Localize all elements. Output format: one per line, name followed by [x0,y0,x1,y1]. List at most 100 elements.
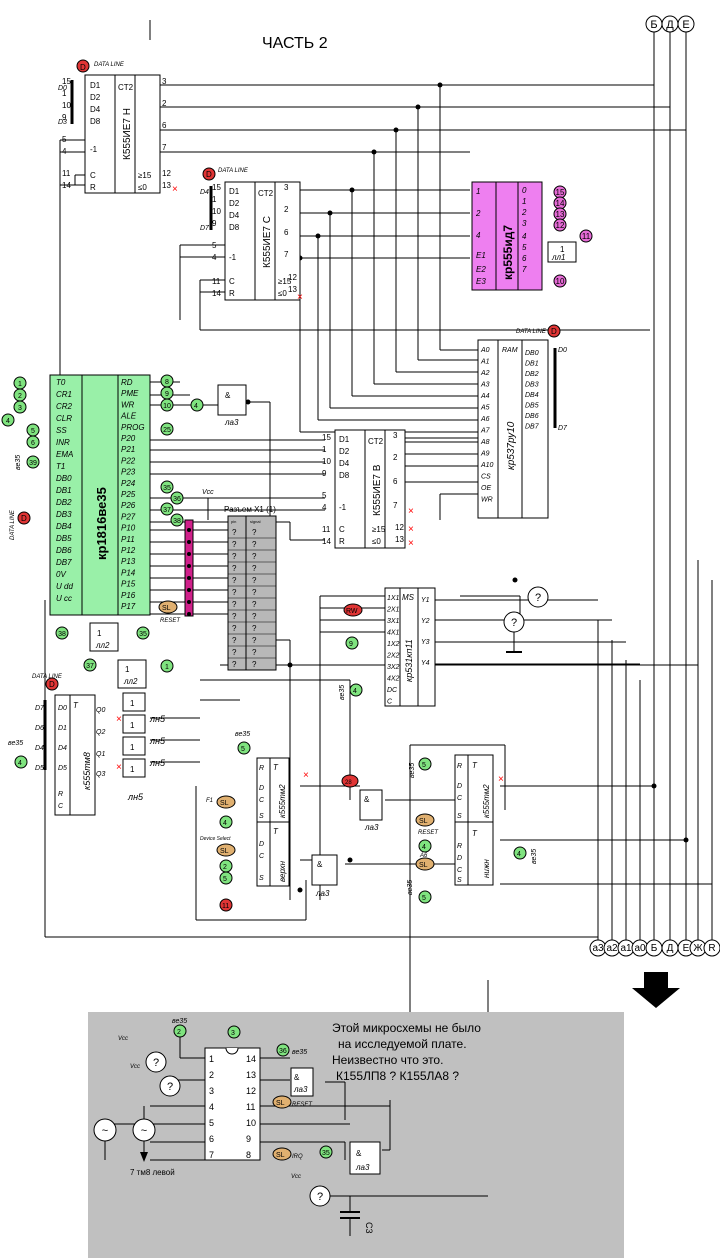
svg-text:≤0: ≤0 [372,537,381,546]
kp11-input-pin-label: 1X1 [387,595,400,602]
svg-text:36: 36 [279,1048,287,1055]
ve35-left-pin-label: SS [56,426,67,435]
kp11-input-pin-label: 4X1 [387,630,400,637]
device-select-label: Device Select [200,836,231,842]
svg-text:15: 15 [62,77,71,86]
kp11-input-pin-label: DC [387,687,398,694]
ru10-address-pin-label: A0 [480,347,490,354]
ve35-left-pin-label: INR [56,438,70,447]
svg-text:D: D [21,514,27,523]
svg-text:CT2: CT2 [368,437,384,446]
ve35-left-pin-label: T1 [56,462,65,471]
chip-tm2-lower: к555тм2 [482,784,491,818]
svg-text:1: 1 [97,629,102,638]
connector-cell: ? [252,552,257,561]
svg-text:D5: D5 [58,765,67,772]
svg-text:D1: D1 [339,435,350,444]
svg-text:14: 14 [322,537,331,546]
kp11-input-pin-label: 3X1 [387,618,400,625]
svg-text:ла3: ла3 [364,823,379,832]
svg-text:4: 4 [212,253,217,262]
ru10-data-pin-label: DB1 [525,361,539,368]
svg-text:C: C [457,795,463,802]
svg-text:×: × [498,774,504,785]
svg-text:×: × [303,770,309,781]
ve35-right-pin-label: P10 [121,524,136,533]
ru10-data-pin-label: DB7 [525,424,540,431]
svg-text:D6: D6 [35,725,44,732]
svg-text:1: 1 [560,245,565,254]
svg-text:D8: D8 [90,117,101,126]
ve35-left-pin-label: CLR [56,414,72,423]
svg-text:4: 4 [6,418,10,425]
ru10-address-pin-label: A1 [480,359,490,366]
svg-text:12: 12 [395,523,404,532]
svg-text:8: 8 [165,379,169,386]
svg-text:R: R [259,765,264,772]
ru10-data-pin-label: DB3 [525,382,539,389]
ve35-left-pin-label: DB1 [56,486,72,495]
svg-text:10: 10 [212,207,221,216]
note-line-4: К155ЛП8 ? К155ЛА8 ? [336,1069,459,1083]
svg-text:4: 4 [194,403,198,410]
svg-text:&: & [364,795,370,804]
bus-b2: Б [651,943,658,954]
ve35-left-pin-label: DB4 [56,522,72,531]
svg-text:9: 9 [349,641,353,648]
connector-cell: ? [252,624,257,633]
svg-text:D4: D4 [339,459,350,468]
svg-text:4: 4 [476,231,481,240]
svg-text:?: ? [317,1191,323,1203]
svg-text:13: 13 [395,535,404,544]
chip-tm2-upper: к555тм2 [278,784,287,818]
bus-zh: Ж [693,943,703,954]
connector-cell: ? [232,576,237,585]
svg-text:3: 3 [393,431,398,440]
svg-text:D1: D1 [229,187,240,196]
kp11-input-pin-label: 1X2 [387,641,400,648]
svg-text:лл2: лл2 [95,641,110,650]
svg-text:9: 9 [165,391,169,398]
bottom-chip-left-pin: 4 [209,1102,214,1112]
svg-text:Vcc: Vcc [291,1174,301,1180]
bus-e2: Е [683,943,690,954]
ve35-left-pin-label: CR2 [56,402,73,411]
svg-text:13: 13 [162,181,171,190]
svg-text:5: 5 [522,243,527,252]
svg-text:2: 2 [393,453,398,462]
svg-text:ве35: ве35 [8,740,23,747]
svg-text:1: 1 [18,381,22,388]
kp11-input-pin-label: 2X2 [386,653,400,660]
bottom-chip-left-pin: 7 [209,1150,214,1160]
chip-ve35: кр1816ве35 [94,487,109,560]
connector-cell: ? [232,564,237,573]
svg-text:2: 2 [521,208,527,217]
svg-text:SL: SL [220,848,229,855]
svg-text:ве35: ве35 [292,1049,307,1056]
ve35-right-pin-label: P24 [121,479,136,488]
svg-text:D4: D4 [229,211,240,220]
d4-label: D4 [200,189,209,196]
svg-text:5: 5 [322,491,327,500]
svg-text:-1: -1 [229,253,237,262]
vcc-label: Vcc [202,489,214,496]
svg-text:7: 7 [284,250,289,259]
svg-text:S: S [259,875,264,882]
ve35-right-pin-label: P25 [121,490,136,499]
svg-text:11: 11 [322,525,331,534]
svg-text:T: T [273,763,279,772]
svg-text:×: × [408,538,414,549]
svg-text:RESET: RESET [292,1102,313,1108]
svg-text:D: D [457,783,462,790]
svg-text:1: 1 [125,665,130,674]
svg-text:2: 2 [18,393,22,400]
bottom-chip-right-pin: 9 [246,1134,251,1144]
svg-text:D: D [259,841,264,848]
svg-text:3: 3 [162,77,167,86]
svg-text:0: 0 [522,186,527,195]
